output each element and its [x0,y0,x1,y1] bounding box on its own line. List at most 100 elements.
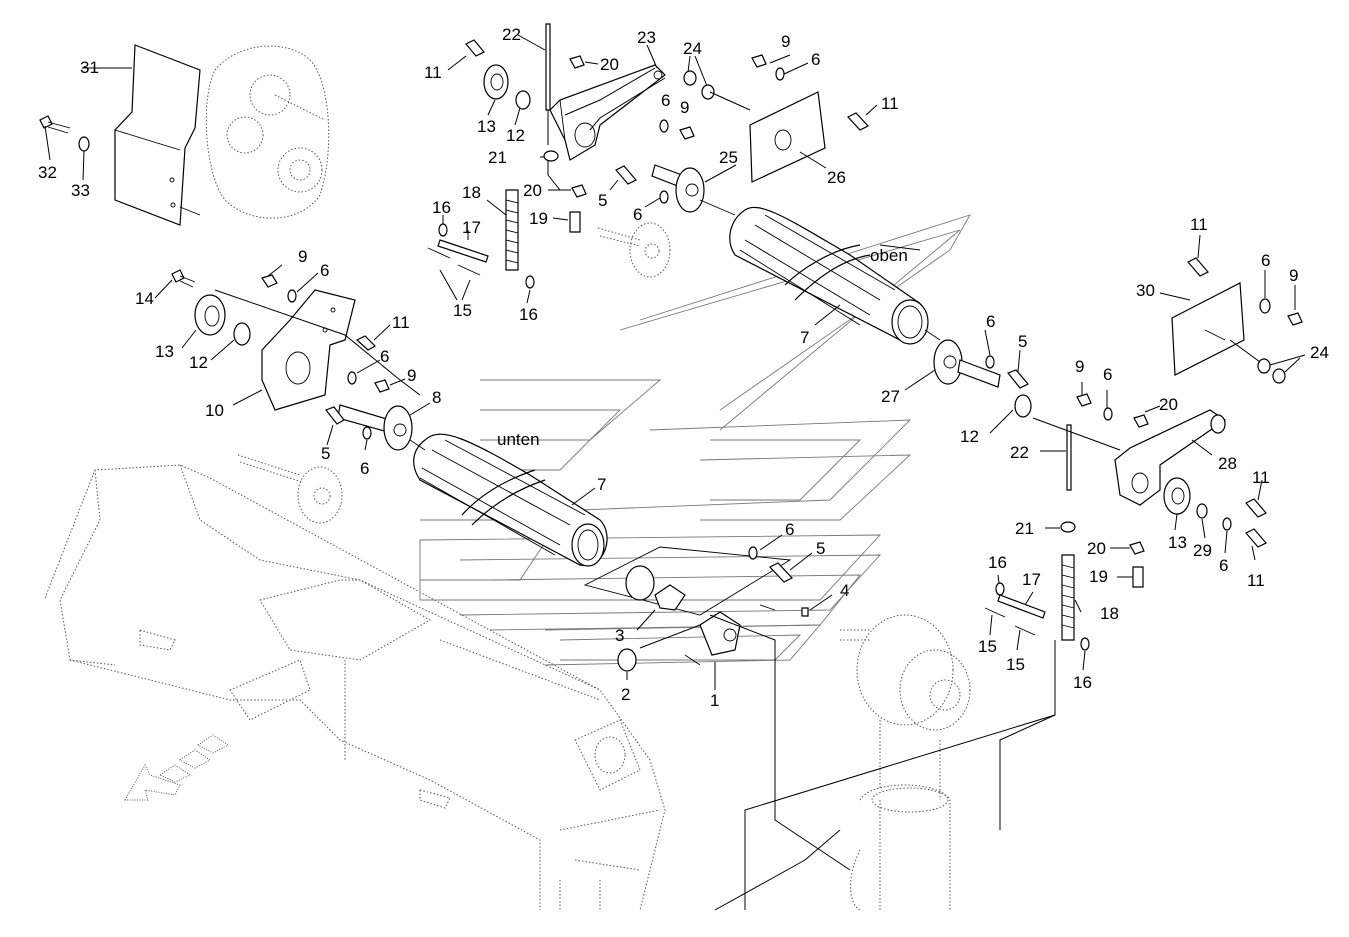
callout-13a: 13 [477,117,496,136]
callout-14: 14 [135,289,154,308]
shaft-right-27 [924,329,1001,388]
callout-28: 28 [1218,454,1237,473]
right-gearbox-outline [840,614,971,911]
callout-19b: 19 [1089,567,1108,586]
callout-6k: 6 [1219,556,1228,575]
callout-11d: 11 [1190,215,1208,234]
callout-9c: 9 [298,247,307,266]
rod-22-right [1066,424,1072,491]
plate-30 [1171,282,1245,376]
cotter-16-right [995,582,1090,651]
callout-27: 27 [881,387,900,406]
callout-9d: 9 [407,366,416,385]
callout-18a: 18 [462,183,481,202]
washer-12-top [515,90,531,110]
shaft-left-8 [337,404,426,451]
callout-2: 2 [621,685,630,704]
callout-26: 26 [827,168,846,187]
callout-6e: 6 [320,261,329,280]
bolt-11-right-top [1187,257,1209,277]
callout-16b: 16 [519,305,538,324]
nut-9-right [1076,393,1092,407]
bolt-11-right [1245,498,1267,548]
bolt-11-left [355,335,376,351]
callout-6f: 6 [661,91,670,110]
machine-housing-outline [44,464,666,911]
callout-32: 32 [38,163,57,182]
label-oben: oben [870,246,908,265]
spacer-24-top [683,70,715,100]
washer-6-right [985,355,1113,421]
cover-plate-31 [114,44,201,226]
callout-15a: 15 [453,301,472,320]
callout-1: 1 [710,691,719,710]
callout-5d: 5 [1018,332,1027,351]
bolt-11-top-right [847,112,869,131]
callout-22a: 22 [502,25,521,44]
callout-30: 30 [1136,281,1155,300]
callout-5a: 5 [816,539,825,558]
cotter-15-right [984,607,1036,636]
callout-6h: 6 [986,312,995,331]
washer-6-left [287,289,297,303]
spacer-24-right [1257,358,1286,384]
callout-13c: 13 [1168,533,1187,552]
callout-5c: 5 [321,444,330,463]
callout-20d: 20 [1087,539,1106,558]
callout-11e: 11 [1252,468,1270,487]
callout-6g: 6 [811,50,820,69]
callout-5b: 5 [598,191,607,210]
callout-4: 4 [840,581,849,600]
callout-16a: 16 [432,198,451,217]
left-shaft-outline [237,454,343,524]
nut-21-right [1060,521,1076,533]
washer-33 [78,136,90,152]
callout-7b: 7 [597,475,606,494]
callout-16d: 16 [1073,673,1092,692]
top-shaft-outline [597,222,671,278]
callout-33: 33 [71,181,90,200]
bolt-32 [39,115,71,134]
washer-6-right-b [1222,517,1232,531]
callout-20b: 20 [523,181,542,200]
callout-6a: 6 [785,520,794,539]
callout-6b: 6 [633,205,642,224]
bearing-plate-10 [261,289,356,411]
bolt-19-top [569,211,581,233]
spring-rod-22-top [545,23,551,111]
callout-24a: 24 [683,39,702,58]
callout-15b: 15 [978,637,997,656]
washer-6-left-b [347,371,357,385]
callout-labels: 1 2 3 4 5 5 5 5 6 6 6 6 6 6 6 6 6 6 6 7 … [38,25,1329,710]
callout-18b: 18 [1100,604,1119,623]
nut-20-right [1129,414,1149,555]
nut-9-left-b [374,379,390,393]
word-labels: oben unten [497,246,908,449]
direction-arrow-icon [124,734,229,801]
callout-16c: 16 [988,553,1007,572]
bracket-28 [1114,409,1227,506]
callout-11b: 11 [881,94,899,113]
callout-19a: 19 [529,209,548,228]
callout-20c: 20 [1159,395,1178,414]
callout-12b: 12 [189,353,208,372]
cotter-15-top [427,247,481,276]
callout-22b: 22 [1010,443,1029,462]
callout-9e: 9 [1075,357,1084,376]
callout-9f: 9 [1289,266,1298,285]
callout-9b: 9 [680,98,689,117]
callout-29: 29 [1193,541,1212,560]
callout-12c: 12 [960,427,979,446]
washer-12-right [1014,394,1032,418]
callout-10: 10 [205,401,224,420]
plate-26 [749,91,826,183]
callout-7a: 7 [800,328,809,347]
nut-9-left [261,274,278,288]
nut-9-top [679,54,767,140]
washer-12-left [233,322,251,346]
spring-18-right [1061,554,1075,641]
label-unten: unten [497,430,540,449]
callout-6c: 6 [360,459,369,478]
callout-24b: 24 [1310,343,1329,362]
bolt-5-right [1007,369,1029,389]
